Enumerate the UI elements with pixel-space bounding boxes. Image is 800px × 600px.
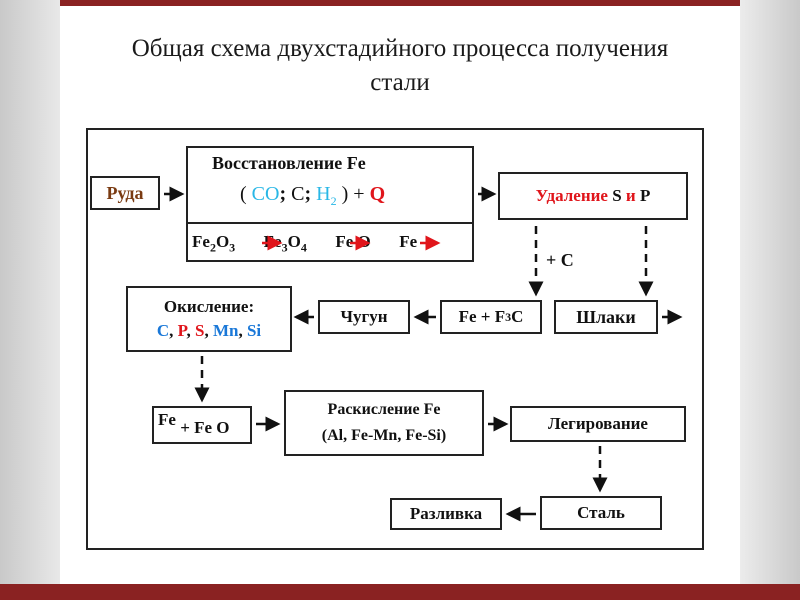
background-building-right bbox=[740, 0, 800, 600]
agent-co: CO bbox=[251, 183, 280, 205]
fe-f3c-fe: Fe + F bbox=[458, 307, 506, 326]
chain-fe2: Fe bbox=[192, 232, 210, 251]
razlivka-label: Разливка bbox=[409, 504, 483, 523]
stal-label: Сталь bbox=[577, 503, 625, 522]
ox-s: S bbox=[194, 321, 205, 340]
bottom-stripe bbox=[0, 584, 800, 600]
plus-q: + bbox=[353, 183, 365, 205]
box-ruda: Руда bbox=[90, 176, 160, 210]
background-building-left bbox=[0, 0, 60, 600]
box-fe-feo: Fe + Fe O bbox=[152, 406, 252, 444]
agent-h-sub: 2 bbox=[330, 194, 337, 208]
udalenie-p: P bbox=[639, 186, 651, 205]
ox-si: Si bbox=[246, 321, 262, 340]
chain-sub3b: 3 bbox=[281, 240, 288, 255]
chugun-label: Чугун bbox=[340, 307, 388, 326]
chain-sub2: 2 bbox=[209, 240, 216, 255]
chain-fe: Fe bbox=[399, 232, 418, 251]
ox-comma-1: , bbox=[169, 321, 174, 340]
udalenie-s: S bbox=[612, 186, 622, 205]
chain-o4: O bbox=[287, 232, 301, 251]
title-line-2: стали bbox=[370, 69, 430, 96]
vosst-head-text: Восстановление Fe bbox=[212, 153, 366, 173]
title-line-1: Общая схема двухстадийного процесса полу… bbox=[131, 35, 669, 62]
fe-feo-plus: + Fe O bbox=[180, 418, 230, 437]
fe-f3c-c: C bbox=[511, 307, 524, 326]
ox-mn: Mn bbox=[212, 321, 239, 340]
ox-comma-4: , bbox=[238, 321, 243, 340]
raskislenie-head: Раскисление Fe bbox=[327, 401, 441, 418]
slide-title: Общая схема двухстадийного процесса полу… bbox=[40, 32, 760, 100]
ox-c: C bbox=[156, 321, 170, 340]
top-stripe bbox=[0, 0, 800, 6]
ox-comma-3: , bbox=[204, 321, 209, 340]
chain-o3: O bbox=[215, 232, 230, 251]
udalenie-text: Удаление bbox=[535, 186, 608, 205]
agent-h: H bbox=[316, 183, 331, 205]
okislenie-head: Окисление: bbox=[163, 297, 255, 316]
shlaki-label: Шлаки bbox=[576, 306, 636, 327]
chain-sub3: 3 bbox=[229, 240, 236, 255]
fe-feo-fe: Fe bbox=[158, 410, 176, 429]
ox-comma-2: , bbox=[186, 321, 191, 340]
box-raskislenie: Раскисление Fe (Al, Fe-Mn, Fe-Si) bbox=[284, 390, 484, 456]
sep-1: ; bbox=[279, 183, 287, 205]
legirovanie-label: Легирование bbox=[548, 414, 648, 433]
sep-2: ; bbox=[304, 183, 312, 205]
box-okislenie: Окисление: C, P, S, Mn, Si bbox=[126, 286, 292, 352]
chain-sub4: 4 bbox=[300, 240, 307, 255]
raskislenie-list: (Al, Fe-Mn, Fe-Si) bbox=[321, 427, 447, 444]
paren-close: ) bbox=[341, 183, 349, 205]
box-razlivka: Разливка bbox=[390, 498, 502, 530]
plus-c: + C bbox=[546, 250, 574, 270]
agent-q: Q bbox=[369, 183, 386, 205]
vosst-agents: ( CO; C; H2 ) + Q bbox=[240, 183, 385, 209]
box-shlaki: Шлаки bbox=[554, 300, 658, 334]
fe-f3c-sub: 3 bbox=[505, 309, 512, 324]
box-udalenie: Удаление S и P bbox=[498, 172, 688, 220]
vosst-head: Восстановление Fe bbox=[212, 153, 366, 174]
okislenie-elements: C, P, S, Mn, Si bbox=[157, 319, 261, 343]
box-stal: Сталь bbox=[540, 496, 662, 530]
ruda-label: Руда bbox=[106, 182, 144, 203]
udalenie-i: и bbox=[625, 186, 636, 205]
ox-p: P bbox=[177, 321, 187, 340]
paren-open: ( bbox=[240, 183, 247, 205]
box-chugun: Чугун bbox=[318, 300, 410, 334]
box-legirovanie: Легирование bbox=[510, 406, 686, 442]
vosst-divider bbox=[188, 222, 472, 224]
agent-c: C bbox=[291, 183, 305, 205]
